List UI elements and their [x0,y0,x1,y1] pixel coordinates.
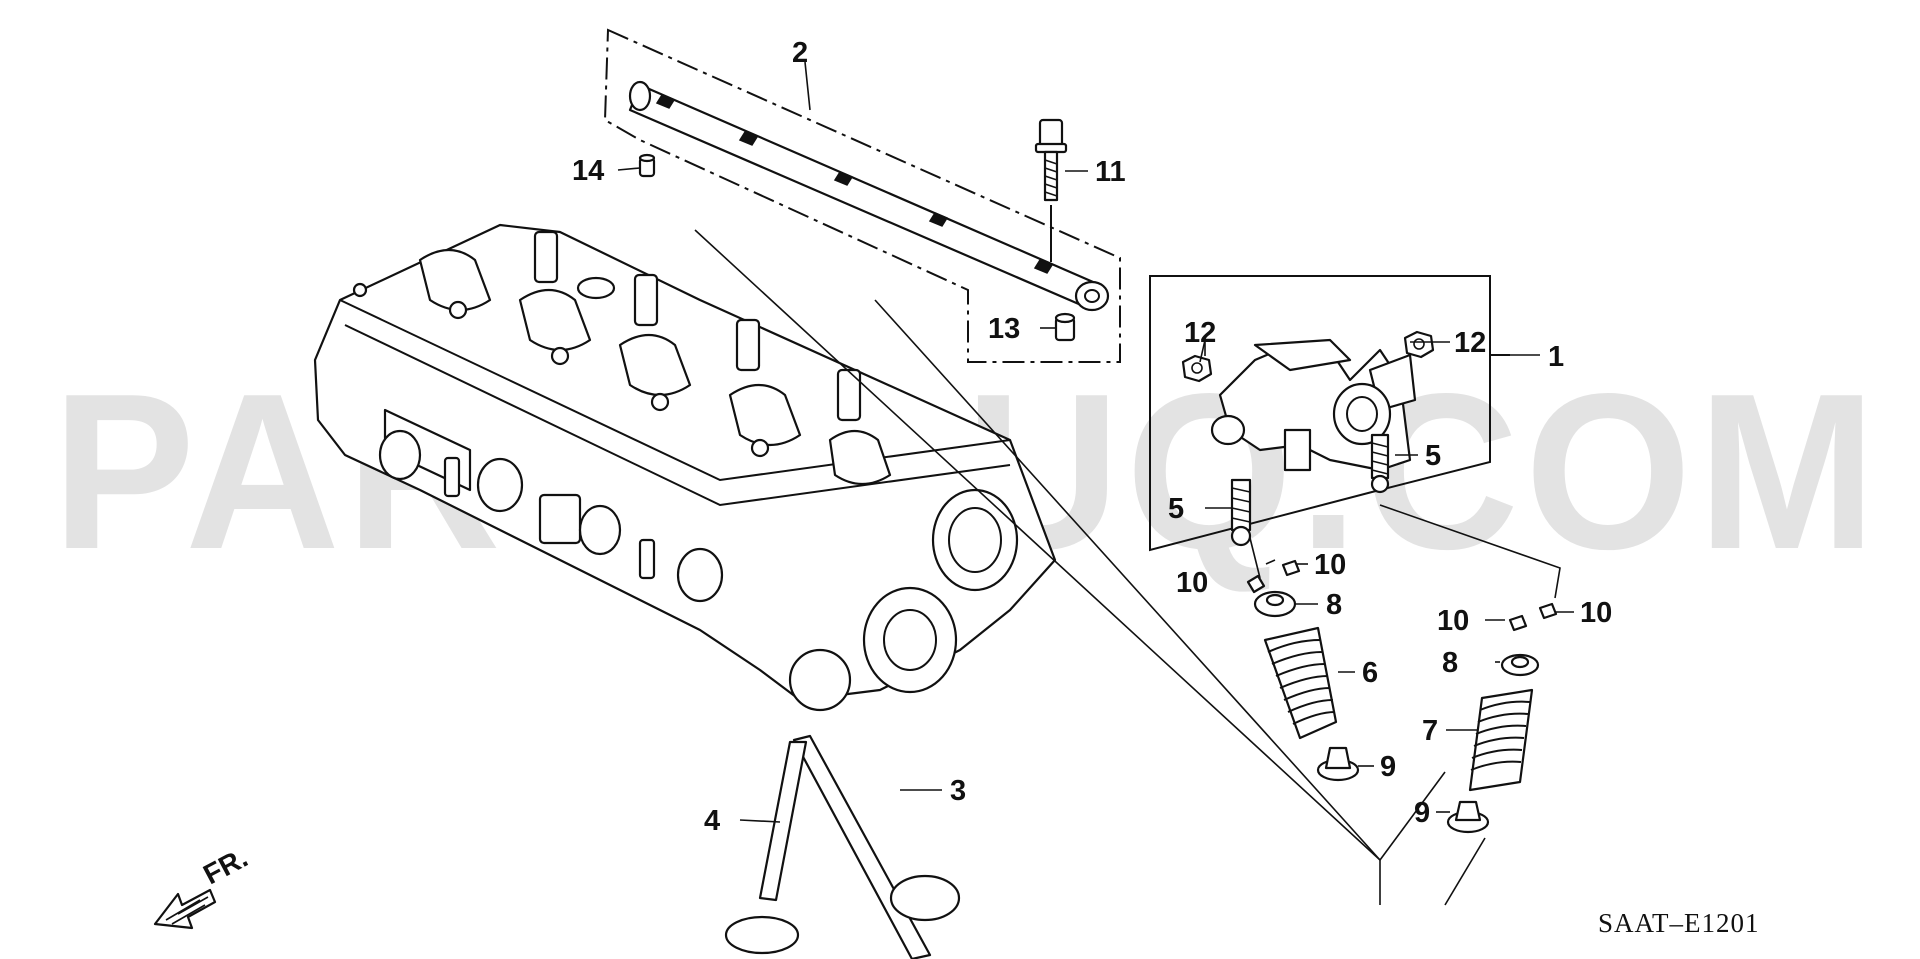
valve-spring-left[interactable] [1263,626,1338,740]
adjust-screw-left[interactable] [1230,478,1252,547]
leader-lines [617,61,1574,906]
valve-seal-left[interactable] [1316,746,1360,782]
spring-retainer-right[interactable] [1500,653,1540,677]
valve-seal-right[interactable] [1446,800,1490,834]
callout-10-lower-right[interactable]: 10 [1580,597,1612,629]
callout-8-left[interactable]: 8 [1326,589,1342,621]
spark-plug-tubes [533,230,862,422]
valve-cotter-right-b[interactable] [1538,602,1558,620]
callout-9-left[interactable]: 9 [1380,751,1396,783]
spring-retainer-left[interactable] [1253,590,1297,618]
front-direction-arrow [153,888,217,930]
cylinder-head[interactable] [313,223,1057,712]
shaft-bolt[interactable] [1034,118,1068,262]
front-direction-label: FR. [198,842,252,891]
exhaust-valve[interactable] [724,740,808,955]
callout-labels: 1 2 3 4 5 5 6 7 8 8 9 9 10 10 10 10 11 1… [572,37,1612,837]
rocker-arm-shaft[interactable] [628,80,1110,312]
end-face [788,488,1019,712]
intake-valve[interactable] [792,734,961,959]
callout-13[interactable]: 13 [988,313,1020,345]
callout-2[interactable]: 2 [792,37,808,69]
callout-14[interactable]: 14 [572,155,604,187]
callout-12-left[interactable]: 12 [1184,317,1216,349]
valve-cotter-right-a[interactable] [1508,614,1528,632]
rocker-shaft-group [603,28,1121,363]
callout-10-lower-left[interactable]: 10 [1437,605,1469,637]
callout-4[interactable]: 4 [704,805,720,837]
port-openings [378,408,724,603]
callout-5-left[interactable]: 5 [1168,493,1184,525]
drawing-code: SAAT–E1201 [1598,908,1760,938]
dowel-pin[interactable] [638,153,656,178]
rocker-nut-right[interactable] [1403,330,1435,359]
cam-bearing-caps [418,248,892,486]
callout-8-right[interactable]: 8 [1442,647,1458,679]
head-bolts [352,282,770,458]
shaft-collar[interactable] [1054,312,1076,342]
rocker-arm-assembly-box [1149,275,1510,552]
callout-10-upper-right[interactable]: 10 [1314,549,1346,581]
callout-12-right[interactable]: 12 [1454,327,1486,359]
valve-cotter-left-b[interactable] [1281,559,1301,577]
callout-10-upper-left[interactable]: 10 [1176,567,1208,599]
callout-7[interactable]: 7 [1422,715,1438,747]
rocker-nut-left[interactable] [1181,339,1213,383]
callout-1[interactable]: 1 [1548,341,1564,373]
callout-3[interactable]: 3 [950,775,966,807]
valve-spring-right[interactable] [1468,688,1534,792]
callout-5-right[interactable]: 5 [1425,440,1441,472]
adjust-screw-right[interactable] [1370,433,1390,494]
callout-11[interactable]: 11 [1095,156,1126,188]
valve-cotter-left-a[interactable] [1246,574,1266,594]
callout-9-right[interactable]: 9 [1414,797,1430,829]
callout-6[interactable]: 6 [1362,657,1378,689]
rocker-arm-assembly[interactable] [1210,338,1417,472]
